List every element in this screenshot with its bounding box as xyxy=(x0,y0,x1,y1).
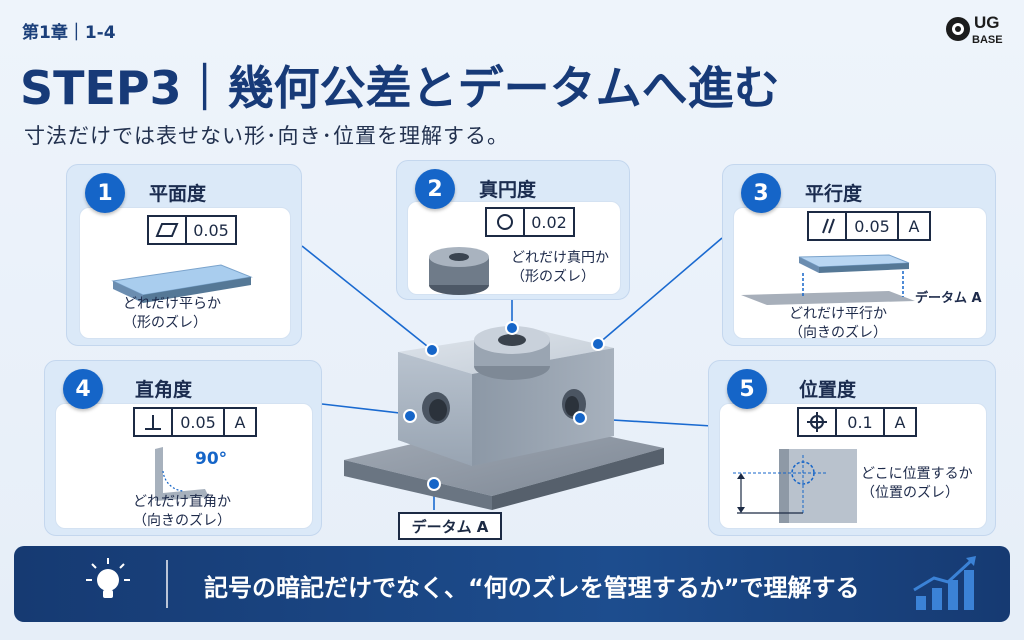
card-perpendicularity-title: 直角度 xyxy=(135,379,193,401)
card-perpendicularity-frame: 0.05 A xyxy=(133,407,257,437)
page-title: STEP3｜幾何公差とデータムへ進む xyxy=(20,61,780,115)
card-flatness-number: 1 xyxy=(85,173,125,213)
card-position-title: 位置度 xyxy=(799,379,857,401)
card-parallelism-frame: 0.05 A xyxy=(807,211,931,241)
footer-banner: 記号の暗記だけでなく、“何のズレを管理するか”で理解する xyxy=(14,546,1010,622)
chapter-label: 第1章｜1-4 xyxy=(22,23,116,43)
growth-chart-icon xyxy=(913,556,976,610)
card-parallelism-datum-label: データム A xyxy=(915,291,982,306)
card-circularity-number: 2 xyxy=(415,169,455,209)
brand-logo: UG BASE xyxy=(944,10,1010,48)
card-perpendicularity-desc-line1: どれだけ直角か xyxy=(133,494,231,510)
card-perpendicularity-tolerance: 0.05 xyxy=(173,409,225,435)
card-perpendicularity-desc-line2: （向きのズレ） xyxy=(133,513,231,529)
circularity-icon xyxy=(487,209,525,235)
position-icon xyxy=(799,409,837,435)
footer-message: 記号の暗記だけでなく、“何のズレを管理するか”で理解する xyxy=(204,574,860,602)
card-position-frame: 0.1 A xyxy=(797,407,917,437)
position-plate-illustration xyxy=(733,449,857,523)
center-datum-label: データム A xyxy=(398,512,502,540)
card-position-number: 5 xyxy=(727,369,767,409)
logo-bottom-text: BASE xyxy=(972,34,1003,46)
card-perpendicularity-datum: A xyxy=(234,412,246,432)
cylinder-illustration xyxy=(429,247,489,295)
card-flatness-frame: 0.05 xyxy=(147,215,237,245)
card-circularity-desc: どれだけ真円か （形のズレ） xyxy=(511,249,609,287)
card-parallelism-tolerance: 0.05 xyxy=(847,213,899,239)
card-position-desc-line2: （位置のズレ） xyxy=(861,485,959,501)
perpendicularity-icon xyxy=(135,409,173,435)
card-flatness-title: 平面度 xyxy=(149,183,207,205)
parallelism-icon xyxy=(809,213,847,239)
card-position-tolerance: 0.1 xyxy=(837,409,885,435)
card-flatness-desc-line2: （形のズレ） xyxy=(123,315,207,331)
card-perpendicularity-angle: 90° xyxy=(195,449,228,469)
flatness-icon xyxy=(149,217,187,243)
card-position-datum: A xyxy=(894,412,906,432)
card-flatness-desc: どれだけ平らか （形のズレ） xyxy=(123,295,221,333)
card-parallelism: 3 平行度 0.05 A データム A どれだけ平行か （向きのズレ） xyxy=(722,164,996,346)
card-circularity-desc-line2: （形のズレ） xyxy=(511,269,595,285)
card-perpendicularity-desc: どれだけ直角か （向きのズレ） xyxy=(133,493,231,531)
logo-top-text: UG xyxy=(974,13,1000,32)
parallel-plates-illustration xyxy=(741,254,915,305)
card-circularity-desc-line1: どれだけ真円か xyxy=(511,250,609,266)
card-parallelism-desc-line1: どれだけ平行か xyxy=(789,306,887,322)
card-circularity-title: 真円度 xyxy=(479,179,537,201)
card-parallelism-desc-line2: （向きのズレ） xyxy=(789,325,887,341)
card-position: 5 位置度 0.1 A どこに位置するか （位置のズレ） xyxy=(708,360,996,536)
card-position-desc: どこに位置するか （位置のズレ） xyxy=(861,465,973,503)
footer-divider xyxy=(166,560,168,608)
card-parallelism-datum: A xyxy=(908,216,920,236)
card-perpendicularity: 4 直角度 0.05 A 90° どれだけ直角か （向きのズレ） xyxy=(44,360,322,536)
card-perpendicularity-number: 4 xyxy=(63,369,103,409)
angle-bracket-illustration xyxy=(155,447,209,501)
card-flatness: 1 平面度 0.05 どれだけ平らか （形のズレ） xyxy=(66,164,302,346)
card-circularity-frame: 0.02 xyxy=(485,207,575,237)
card-flatness-tolerance: 0.05 xyxy=(193,220,229,240)
card-parallelism-title: 平行度 xyxy=(805,183,863,205)
card-circularity-tolerance: 0.02 xyxy=(531,212,567,232)
flat-plate-illustration xyxy=(111,264,253,303)
card-circularity: 2 真円度 0.02 どれだけ真円か （形のズレ） xyxy=(396,160,630,300)
card-parallelism-desc: どれだけ平行か （向きのズレ） xyxy=(789,305,887,343)
card-position-desc-line1: どこに位置するか xyxy=(861,466,973,482)
card-flatness-desc-line1: どれだけ平らか xyxy=(123,296,221,312)
page-subtitle: 寸法だけでは表せない形･向き･位置を理解する。 xyxy=(24,124,509,148)
lightbulb-icon xyxy=(86,558,130,598)
center-part-illustration xyxy=(344,321,664,510)
card-parallelism-number: 3 xyxy=(741,173,781,213)
